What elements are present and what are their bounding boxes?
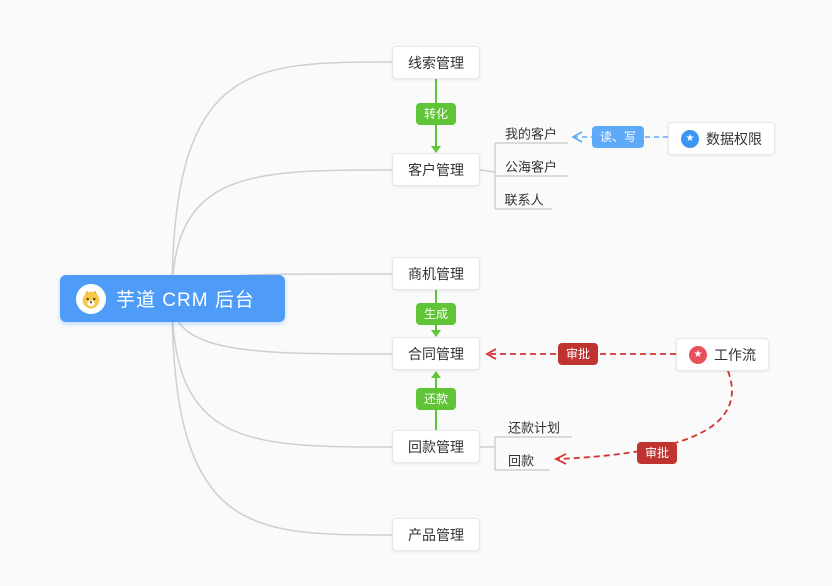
child-node-my-customers[interactable]: 我的客户 <box>504 126 558 142</box>
child-node-public-customers[interactable]: 公海客户 <box>504 159 558 175</box>
dog-icon <box>76 283 106 314</box>
arrowhead-workflow-contract <box>485 348 497 360</box>
arrow-workflow-to-payment <box>557 370 733 460</box>
node-opportunity-management[interactable]: 商机管理 <box>392 257 480 290</box>
node-label: 回款管理 <box>408 438 464 455</box>
connector-customer <box>171 169 393 299</box>
connector-lead <box>171 61 393 299</box>
root-node-label: 芋道 CRM 后台 <box>116 290 255 311</box>
node-label: 数据权限 <box>706 130 762 147</box>
node-label: 产品管理 <box>408 526 464 543</box>
node-label: 合同管理 <box>408 345 464 362</box>
badge-read-write: 读、写 <box>591 126 645 148</box>
node-product-management[interactable]: 产品管理 <box>392 518 480 551</box>
star-icon: ★ <box>681 129 699 148</box>
node-label: 商机管理 <box>408 265 464 282</box>
node-workflow[interactable]: ★ 工作流 <box>676 338 769 371</box>
star-glyph: ★ <box>685 133 695 144</box>
badge-convert: 转化 <box>415 103 457 125</box>
node-data-permission[interactable]: ★ 数据权限 <box>668 122 775 155</box>
star-glyph: ★ <box>693 349 703 360</box>
badge-approve-contract: 审批 <box>557 343 599 365</box>
badge-repay: 还款 <box>415 388 457 410</box>
connector-customer-children <box>479 169 496 173</box>
node-contract-management[interactable]: 合同管理 <box>392 337 480 370</box>
badge-generate: 生成 <box>415 303 457 325</box>
node-customer-management[interactable]: 客户管理 <box>392 153 480 186</box>
connector-receivable <box>171 297 393 448</box>
connector-product <box>171 297 393 536</box>
root-node-crm-backend[interactable]: 芋道 CRM 后台 <box>60 275 285 322</box>
badge-approve-receivable: 审批 <box>636 442 678 464</box>
star-icon: ★ <box>689 345 707 364</box>
node-label: 客户管理 <box>408 161 464 178</box>
arrowhead-opportunity-to-contract <box>431 330 441 337</box>
arrowhead-permission <box>571 131 583 143</box>
node-receivable-management[interactable]: 回款管理 <box>392 430 480 463</box>
arrowhead-receivable-to-contract <box>431 371 441 378</box>
node-label: 工作流 <box>714 346 756 363</box>
child-node-payment[interactable]: 回款 <box>507 453 535 469</box>
node-lead-management[interactable]: 线索管理 <box>392 46 480 79</box>
child-node-repayment-plan[interactable]: 还款计划 <box>507 420 561 436</box>
node-label: 线索管理 <box>408 54 464 71</box>
child-node-contacts[interactable]: 联系人 <box>504 192 544 208</box>
arrowhead-lead-to-customer <box>431 146 441 153</box>
arrowhead-workflow-payment <box>553 453 567 465</box>
